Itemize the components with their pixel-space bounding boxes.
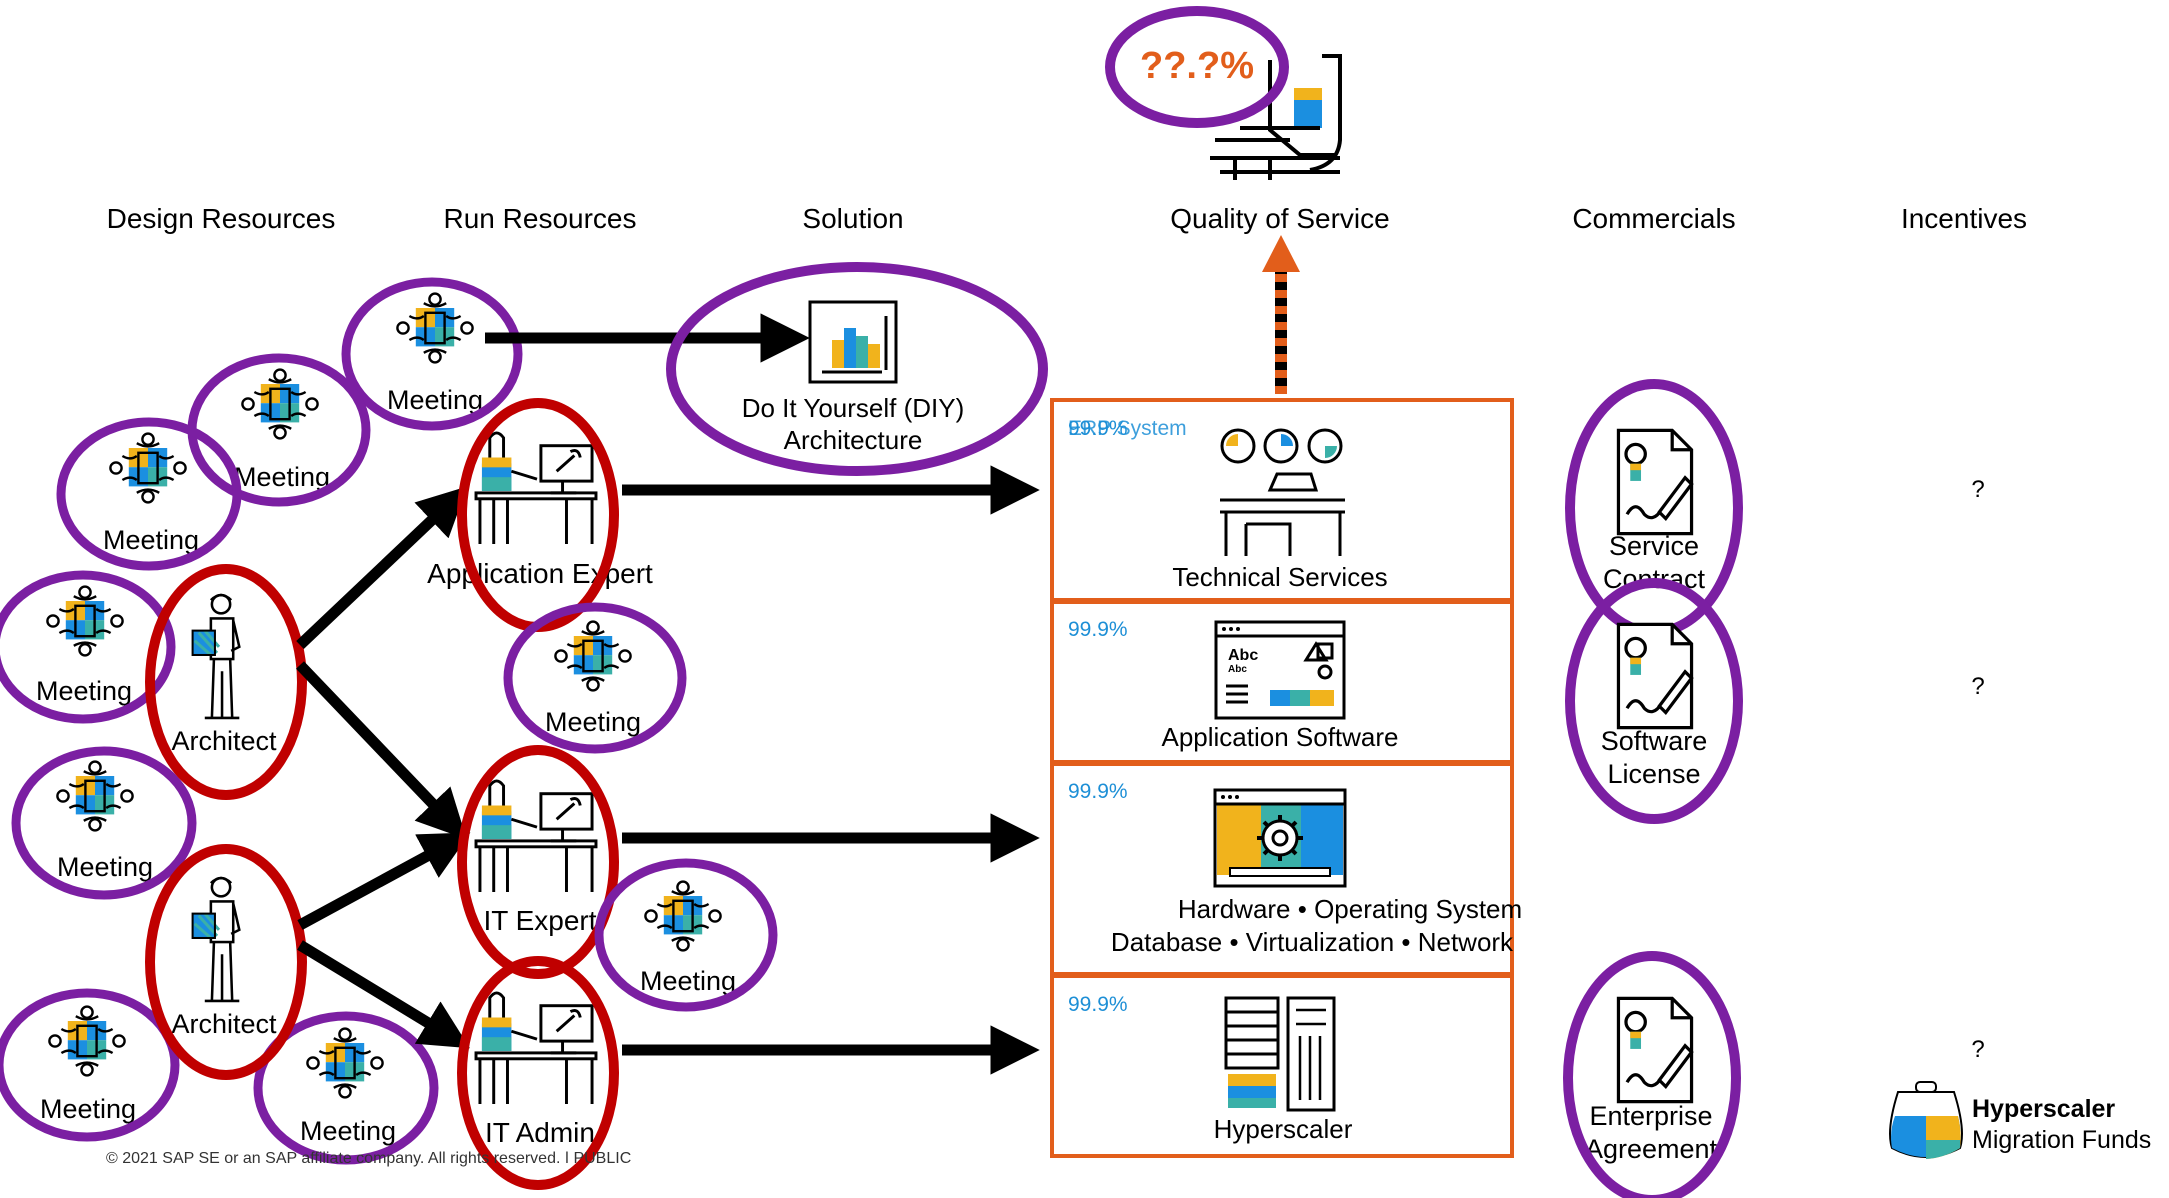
architect-label: Architect — [171, 726, 277, 756]
incentive-enterprise: ? — [1971, 1036, 1984, 1063]
meeting-label: Meeting — [40, 1094, 136, 1124]
meeting-circle — [11, 746, 197, 900]
software-license-circle — [1565, 578, 1743, 824]
flow-arrows — [296, 313, 1040, 1075]
technical-pct: 99.9% — [1068, 417, 1128, 440]
qos-highlight-circle — [1105, 6, 1289, 128]
meeting-label: Meeting — [545, 707, 641, 737]
pilot-seat-icon — [1210, 54, 1342, 180]
meeting-circle — [594, 858, 778, 1012]
diy-circle — [666, 262, 1048, 476]
application-pct: 99.9% — [1068, 618, 1128, 641]
meeting-label: Meeting — [387, 385, 483, 415]
commercials: Service Contract Software License Enterp… — [1563, 379, 1743, 1198]
meeting-circle — [253, 1011, 439, 1165]
service-stack: 99.9% ERP System Technical Services 99.9… — [1050, 398, 1522, 1158]
technical-erp: ERP System — [1068, 417, 1187, 440]
software-line2: License — [1607, 759, 1700, 789]
coin-purse-icon — [1889, 1081, 1963, 1159]
incentive-software: ? — [1971, 673, 1984, 700]
hyperscaler-pct: 99.9% — [1068, 993, 1128, 1016]
meeting-circle — [341, 277, 523, 431]
it-expert-circle — [457, 745, 619, 979]
qos-percentage: ??.?% — [1140, 45, 1254, 87]
enterprise-line2: Agreement — [1585, 1134, 1718, 1164]
migration-funds-brand: Hyperscaler Migration Funds — [1889, 1081, 2151, 1159]
enterprise-line1: Enterprise — [1589, 1101, 1712, 1131]
hardware-line1: Hardware • Operating System — [1178, 894, 1522, 924]
incentives: ? ? ? — [1971, 476, 1984, 1063]
architect-circle — [145, 564, 307, 800]
architect-label: Architect — [171, 1009, 277, 1039]
hardware-line2: Database • Virtualization • Network — [1111, 927, 1514, 957]
hyperscaler-title: Hyperscaler — [1214, 1114, 1353, 1144]
column-headers: Design Resources Run Resources Solution … — [107, 203, 2027, 234]
footer-copyright: © 2021 SAP SE or an SAP affiliate compan… — [106, 1150, 631, 1167]
dashboard-icon — [1220, 428, 1345, 556]
service-line1: Service — [1609, 531, 1699, 561]
header-solution: Solution — [802, 203, 903, 234]
diy-line2: Architecture — [784, 425, 923, 455]
meeting-label: Meeting — [103, 525, 199, 555]
header-incentives: Incentives — [1901, 203, 2027, 234]
app-expert-label: Application Expert — [427, 558, 653, 589]
meeting-label: Meeting — [640, 966, 736, 996]
diy-line1: Do It Yourself (DIY) — [742, 393, 965, 423]
svg-text:Abc: Abc — [1228, 664, 1247, 675]
stack-box-hyperscaler — [1050, 974, 1514, 1158]
meeting-circle — [0, 570, 176, 724]
brand-line2: Migration Funds — [1972, 1126, 2151, 1154]
hardware-pct: 99.9% — [1068, 780, 1128, 803]
meeting-label: Meeting — [300, 1116, 396, 1146]
enterprise-agreement-circle — [1563, 951, 1741, 1198]
architect-circle — [145, 844, 307, 1080]
meeting-label: Meeting — [57, 852, 153, 882]
meeting-label: Meeting — [36, 676, 132, 706]
it-admin-circle — [457, 956, 619, 1190]
meeting-circle — [503, 602, 687, 754]
gear-window-icon — [1213, 788, 1347, 888]
meeting-label: Meeting — [234, 462, 330, 492]
header-run-resources: Run Resources — [444, 203, 637, 234]
software-line1: Software — [1601, 726, 1708, 756]
it-admin-label: IT Admin — [485, 1117, 595, 1148]
it-expert-label: IT Expert — [483, 905, 596, 936]
header-quality-of-service: Quality of Service — [1170, 203, 1389, 234]
brand-line1: Hyperscaler — [1972, 1095, 2115, 1123]
meeting-circle — [0, 988, 180, 1142]
header-design-resources: Design Resources — [107, 203, 336, 234]
incentive-service: ? — [1971, 476, 1984, 503]
svg-text:Abc: Abc — [1228, 647, 1258, 664]
qos-arrow — [1262, 235, 1300, 394]
meeting-group-left: Meeting Meeting Meeting Meeting Meeting … — [0, 277, 523, 1165]
technical-title: Technical Services — [1172, 562, 1387, 592]
architect-group: Architect Architect — [145, 564, 307, 1080]
diy-solution: Do It Yourself (DIY) Architecture — [666, 262, 1048, 476]
server-rack-icon — [1224, 996, 1336, 1112]
run-resources: Application Expert Meeting IT Expert Mee… — [427, 398, 778, 1190]
application-window-icon: Abc Abc — [1214, 620, 1346, 720]
application-title: Application Software — [1161, 722, 1398, 752]
meeting-circle — [56, 417, 242, 571]
header-commercials: Commercials — [1572, 203, 1735, 234]
